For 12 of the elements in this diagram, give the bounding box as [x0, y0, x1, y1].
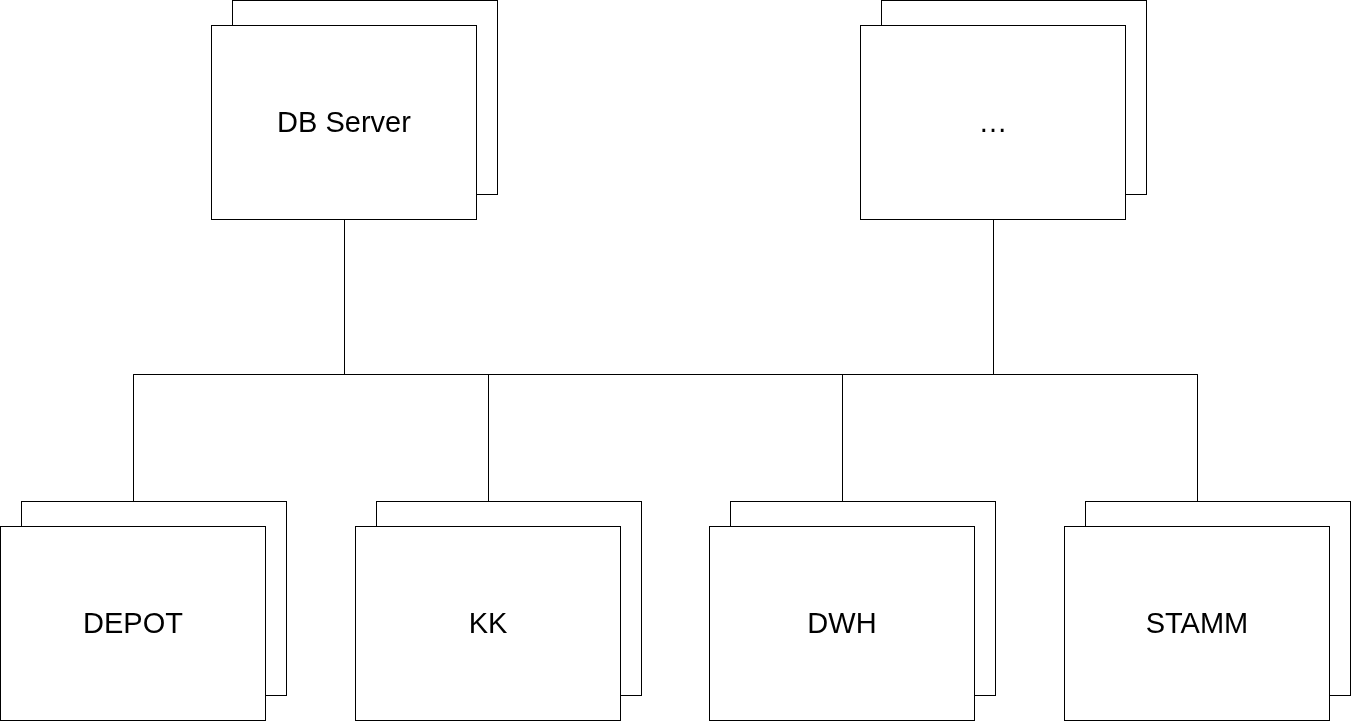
stacked-box: [355, 501, 642, 721]
box-label: DEPOT: [83, 606, 183, 642]
box-label: KK: [468, 606, 508, 642]
stacked-box: [211, 0, 498, 220]
box-label: DWH: [807, 606, 877, 642]
stacked-box: [1064, 501, 1351, 721]
stacked-box: [709, 501, 996, 721]
box-label: STAMM: [1145, 606, 1249, 642]
stacked-box: [860, 0, 1147, 220]
stacked-box: [0, 501, 287, 721]
box-label: …: [978, 105, 1008, 141]
box-label: DB Server: [277, 105, 411, 141]
